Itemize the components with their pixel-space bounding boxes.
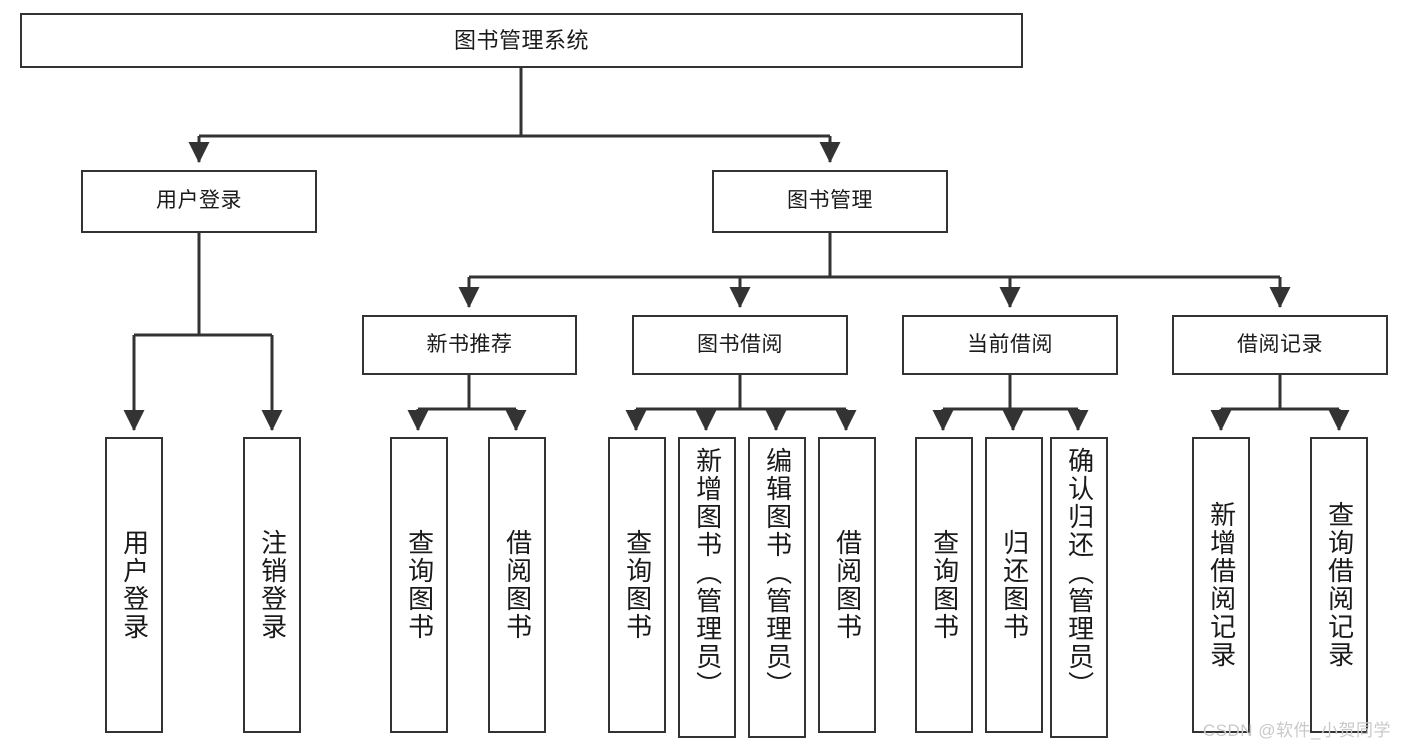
leaf-current-confirm-return-admin[interactable]: 确认归还（管理员） — [1050, 437, 1108, 738]
leaf-borrow-edit-book-admin[interactable]: 编辑图书（管理员） — [748, 437, 806, 738]
csdn-watermark: CSDN @软件_小贺同学 — [1202, 721, 1391, 740]
node-label: 查询借阅记录 — [1324, 501, 1355, 669]
node-root-system[interactable]: 图书管理系统 — [20, 13, 1023, 68]
node-label: 新增借阅记录 — [1206, 501, 1237, 669]
node-label: 新书推荐 — [426, 332, 513, 356]
node-label: 用户登录 — [156, 189, 242, 213]
node-label: 当前借阅 — [967, 332, 1053, 356]
node-label: 注销登录 — [257, 529, 288, 641]
leaf-borrow-query-book[interactable]: 查询图书 — [608, 437, 666, 733]
node-new-book-recommend[interactable]: 新书推荐 — [362, 315, 577, 375]
node-user-login[interactable]: 用户登录 — [81, 170, 317, 233]
node-borrow-record[interactable]: 借阅记录 — [1172, 315, 1388, 375]
node-label: 借阅记录 — [1237, 332, 1323, 356]
leaf-current-return-book[interactable]: 归还图书 — [985, 437, 1043, 733]
node-label: 借阅图书 — [502, 529, 533, 641]
node-label: 用户登录 — [119, 529, 150, 641]
leaf-record-query-record[interactable]: 查询借阅记录 — [1310, 437, 1368, 733]
leaf-recommend-query-book[interactable]: 查询图书 — [390, 437, 448, 733]
node-label: 查询图书 — [404, 529, 435, 641]
node-label: 查询图书 — [929, 529, 960, 641]
node-book-borrow[interactable]: 图书借阅 — [632, 315, 848, 375]
node-current-borrow[interactable]: 当前借阅 — [902, 315, 1118, 375]
leaf-user-login-login[interactable]: 用户登录 — [105, 437, 163, 733]
node-label: 图书借阅 — [697, 332, 783, 356]
leaf-record-add-record[interactable]: 新增借阅记录 — [1192, 437, 1250, 733]
leaf-user-login-logout[interactable]: 注销登录 — [243, 437, 301, 733]
node-label: 图书管理系统 — [453, 27, 589, 53]
node-label: 新增图书（管理员） — [692, 447, 723, 699]
leaf-borrow-add-book-admin[interactable]: 新增图书（管理员） — [678, 437, 736, 738]
leaf-borrow-borrow-book[interactable]: 借阅图书 — [818, 437, 876, 733]
leaf-recommend-borrow-book[interactable]: 借阅图书 — [488, 437, 546, 733]
node-label: 图书管理 — [787, 189, 873, 213]
node-label: 编辑图书（管理员） — [762, 447, 793, 699]
node-label: 确认归还（管理员） — [1064, 447, 1095, 699]
node-label: 借阅图书 — [832, 529, 863, 641]
node-label: 查询图书 — [622, 529, 653, 641]
node-book-management[interactable]: 图书管理 — [712, 170, 948, 233]
node-label: 归还图书 — [999, 529, 1030, 641]
leaf-current-query-book[interactable]: 查询图书 — [915, 437, 973, 733]
